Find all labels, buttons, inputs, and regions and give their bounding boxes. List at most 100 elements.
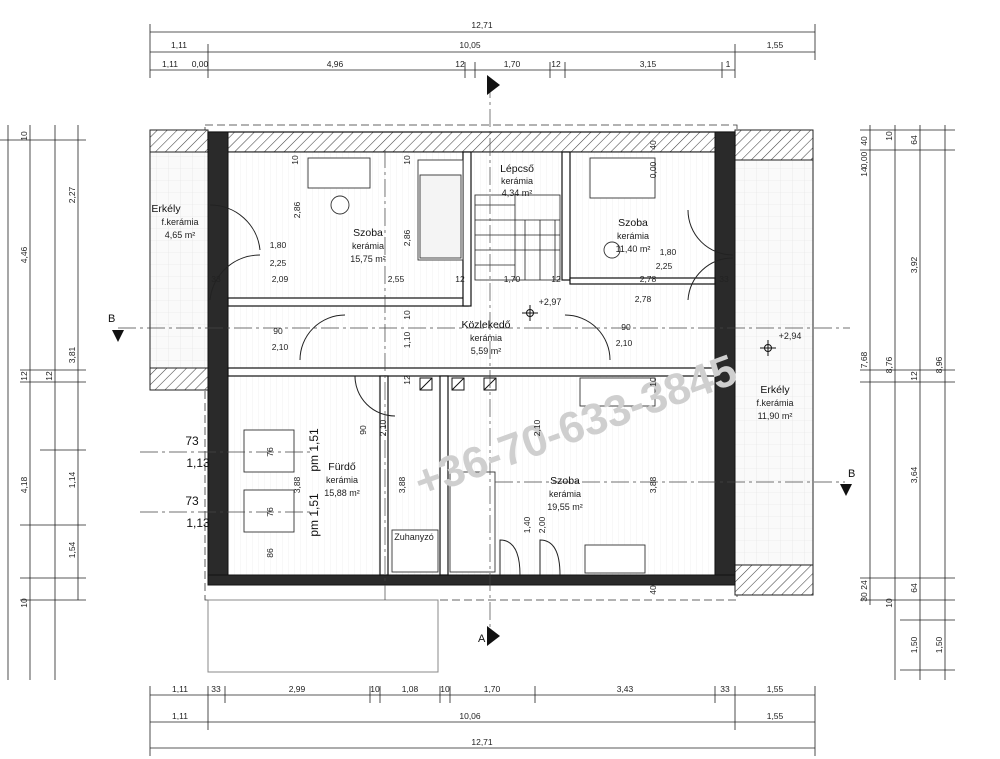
svg-text:1,11: 1,11 [171,40,187,50]
svg-text:2,10: 2,10 [272,342,289,352]
svg-text:1,11: 1,11 [162,59,178,69]
svg-text:Erkély: Erkély [760,384,790,396]
svg-text:1,55: 1,55 [767,711,784,721]
room-erkely-right: Erkély f.kerámia 11,90 m² [756,384,793,421]
svg-text:12: 12 [551,59,561,69]
svg-text:10: 10 [884,598,894,608]
svg-text:4,34 m²: 4,34 m² [502,188,533,198]
svg-text:4,65 m²: 4,65 m² [165,230,196,240]
room-lepcso: Lépcső kerámia 4,34 m² [500,163,534,198]
dimensions-inner: 1,80 2,25 2,86 2,09 2,55 2,86 12 1,70 12… [185,140,729,595]
svg-text:10: 10 [370,684,380,694]
shower-label: Zuhanyzó [394,532,434,542]
svg-text:kerámia: kerámia [617,231,649,241]
dimensions-bottom: 1,11 33 2,99 10 1,08 10 1,70 3,43 33 1,5… [172,684,784,747]
svg-text:2,10: 2,10 [378,419,388,436]
svg-text:19,55 m²: 19,55 m² [547,502,583,512]
svg-text:12: 12 [455,274,465,284]
svg-text:0,00: 0,00 [192,59,209,69]
svg-text:90: 90 [621,322,631,332]
svg-text:64: 64 [909,583,919,593]
svg-text:40: 40 [648,140,658,150]
svg-text:2,10: 2,10 [616,338,633,348]
svg-text:10: 10 [402,155,412,165]
room-erkely-left: Erkély f.kerámia 4,65 m² [151,203,198,240]
svg-text:33: 33 [720,684,730,694]
svg-text:kerámia: kerámia [549,489,581,499]
svg-text:1,70: 1,70 [504,274,521,284]
svg-text:2,86: 2,86 [402,229,412,246]
dimensions-right: 0,00 14 40 7,68 30 24 64 3,92 12 3,64 64… [859,131,944,653]
dimensions-left: 10 4,46 4,18 10 2,27 3,81 1,14 1,54 12 1… [19,131,77,608]
dimension-lines [0,24,955,756]
svg-text:3,92: 3,92 [909,256,919,273]
svg-text:1,70: 1,70 [504,59,521,69]
svg-text:11,90 m²: 11,90 m² [758,411,793,421]
svg-text:14: 14 [859,167,869,177]
svg-text:40: 40 [648,585,658,595]
svg-text:76: 76 [265,507,275,517]
svg-text:73: 73 [185,434,199,448]
room-szoba-2: Szoba kerámia 11,40 m² [616,217,651,254]
svg-text:2,25: 2,25 [270,258,287,268]
svg-text:1,54: 1,54 [67,541,77,558]
svg-text:1,50: 1,50 [934,636,944,653]
svg-text:2,55: 2,55 [388,274,405,284]
svg-text:1,13: 1,13 [186,516,210,530]
svg-text:f.kerámia: f.kerámia [756,398,793,408]
svg-text:B: B [108,313,115,325]
svg-text:2,27: 2,27 [67,186,77,203]
svg-text:4,18: 4,18 [19,476,29,493]
svg-text:24: 24 [859,580,869,590]
svg-text:10: 10 [290,155,300,165]
svg-text:1,11: 1,11 [172,711,188,721]
svg-text:15,88 m²: 15,88 m² [324,488,360,498]
svg-text:3,64: 3,64 [909,466,919,483]
svg-text:7,68: 7,68 [859,351,869,368]
svg-text:12: 12 [551,274,561,284]
svg-text:10: 10 [19,598,29,608]
svg-text:33: 33 [211,274,221,284]
svg-text:86: 86 [265,548,275,558]
svg-text:30: 30 [859,592,869,602]
level-erkely: +2,94 [779,331,802,341]
svg-text:12,71: 12,71 [471,20,493,30]
svg-text:12: 12 [909,371,919,381]
dimensions-top: 12,71 1,11 10,05 1,55 1,11 0,00 4,96 12 … [162,20,784,69]
svg-text:64: 64 [909,135,919,145]
svg-text:33: 33 [719,274,729,284]
svg-text:pm 1,51: pm 1,51 [307,428,321,472]
svg-text:B: B [848,468,855,480]
svg-text:Szoba: Szoba [353,227,383,239]
svg-text:1,10: 1,10 [402,331,412,348]
section-marks: B B A [108,313,855,645]
svg-text:pm 1,51: pm 1,51 [307,493,321,537]
svg-text:1: 1 [726,59,731,69]
svg-text:12: 12 [402,375,412,385]
room-furdo: Fürdő kerámia 15,88 m² [324,461,360,498]
svg-text:kerámia: kerámia [352,241,384,251]
svg-text:Szoba: Szoba [618,217,648,229]
svg-text:3,15: 3,15 [640,59,657,69]
svg-text:3,43: 3,43 [617,684,634,694]
svg-text:2,86: 2,86 [292,201,302,218]
svg-text:1,55: 1,55 [767,40,784,50]
level-kozlekedo: +2,97 [539,297,562,307]
svg-text:Erkély: Erkély [151,203,181,215]
svg-text:2,78: 2,78 [635,294,652,304]
svg-text:2,10: 2,10 [532,419,542,436]
svg-text:15,75 m²: 15,75 m² [350,254,386,264]
svg-text:Szoba: Szoba [550,475,580,487]
svg-text:1,70: 1,70 [484,684,501,694]
svg-text:76: 76 [265,447,275,457]
svg-text:12,71: 12,71 [471,737,493,747]
svg-text:33: 33 [211,684,221,694]
svg-text:2,25: 2,25 [656,261,673,271]
svg-text:f.kerámia: f.kerámia [161,217,198,227]
svg-text:1,14: 1,14 [67,471,77,488]
svg-text:2,00: 2,00 [537,516,547,533]
building-structure [112,75,852,673]
svg-text:3,88: 3,88 [648,476,658,493]
svg-text:8,96: 8,96 [934,356,944,373]
